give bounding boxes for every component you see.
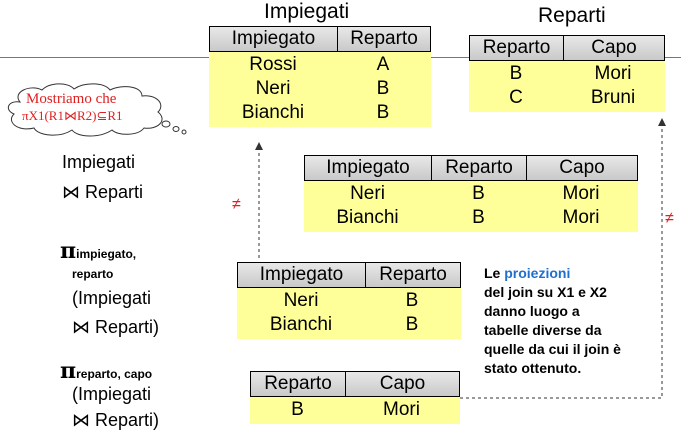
header-impiegato: Impiegato — [238, 263, 366, 287]
header-capo: Capo — [379, 373, 426, 394]
note-prefix: Le — [484, 265, 505, 281]
cell: B — [405, 314, 419, 335]
proj1-sub1: impiegato, — [76, 247, 137, 261]
thought-cloud — [7, 83, 187, 137]
cell: Mori — [594, 63, 632, 84]
table-header: Impiegato Reparto — [209, 26, 431, 52]
join-expr-line2: ⋈ Reparti — [62, 182, 144, 202]
cell: B — [376, 102, 390, 123]
cell: A — [376, 54, 390, 75]
note-line: stato ottenuto. — [484, 360, 582, 376]
cell: Mori — [383, 399, 420, 420]
not-equal-symbol-right: ≠ — [665, 210, 674, 227]
header-reparto: Reparto — [379, 264, 447, 285]
table-header: Impiegato Reparto — [237, 262, 461, 288]
pi-symbol: π — [60, 238, 77, 264]
table-row: B Mori — [250, 398, 460, 422]
reparti-table: Reparto Capo B Mori C Bruni — [469, 35, 665, 112]
table-header: Impiegato Reparto Capo — [304, 155, 638, 181]
table-row: Rossi A — [209, 53, 431, 77]
cell: Mori — [562, 207, 600, 228]
table-header: Reparto Capo — [250, 371, 460, 397]
cell: B — [376, 78, 390, 99]
cell: Bruni — [590, 87, 636, 108]
table-row: B Mori — [469, 62, 665, 86]
table-row: Neri B — [209, 77, 431, 101]
table-header: Reparto Capo — [469, 35, 665, 61]
impiegati-table: Impiegato Reparto Rossi A Neri B Bianchi… — [209, 26, 431, 127]
cloud-formula: πX1(R1⋈R2)⊆R1 — [22, 108, 123, 123]
proj2-line2: ⋈ Reparti) — [72, 410, 160, 430]
note-line: quelle da cui il join è — [484, 341, 621, 357]
note-line: danno luogo a — [484, 303, 580, 319]
table-row: Bianchi B — [209, 101, 431, 125]
projection1-table: Impiegato Reparto Neri B Bianchi B — [237, 262, 461, 339]
cell: Bianchi — [269, 314, 333, 335]
proj1-sub2: reparto — [72, 267, 114, 281]
header-impiegato: Impiegato — [210, 27, 338, 51]
header-reparto: Reparto — [470, 36, 564, 60]
header-capo: Capo — [591, 37, 637, 58]
cell: B — [472, 183, 485, 204]
cell: B — [405, 290, 419, 311]
cell: Neri — [255, 78, 291, 99]
note-line: tabelle diverse da — [484, 322, 602, 338]
join-table: Impiegato Reparto Capo Neri B Mori Bianc… — [304, 155, 638, 232]
cell: Mori — [562, 183, 600, 204]
proj1-expr: πimpiegato, — [60, 238, 136, 264]
header-reparto: Reparto — [350, 28, 418, 49]
not-equal-symbol-left: ≠ — [232, 196, 241, 213]
header-capo: Capo — [559, 157, 605, 178]
table-row: C Bruni — [469, 86, 665, 110]
pi-symbol: π — [60, 358, 77, 384]
cloud-text-line1: Mostriamo che — [26, 91, 117, 107]
proj2-line1: (Impiegati — [72, 384, 152, 404]
table-row: Neri B Mori — [304, 182, 638, 206]
note-line: del join su X1 e X2 — [484, 284, 607, 300]
header-reparto: Reparto — [251, 372, 346, 396]
proj1-line1: (Impiegati — [72, 288, 152, 308]
reparti-title: Reparti — [538, 4, 606, 27]
cell: B — [472, 207, 485, 228]
join-expr-line1: Impiegati — [62, 152, 136, 172]
note-highlight: proiezioni — [504, 265, 571, 281]
proj1-line2: ⋈ Reparti) — [72, 317, 160, 337]
proj2-expr: πreparto, capo — [60, 358, 152, 384]
cell: Bianchi — [336, 207, 399, 228]
table-row: Bianchi B — [237, 313, 461, 337]
table-row: Bianchi B Mori — [304, 206, 638, 230]
header-reparto: Reparto — [432, 156, 527, 180]
cell: Rossi — [249, 54, 297, 75]
table-row: Neri B — [237, 289, 461, 313]
cell: C — [509, 87, 523, 108]
explanation-note: Le proiezioni del join su X1 e X2 danno … — [484, 264, 621, 378]
projection2-table: Reparto Capo B Mori — [250, 371, 460, 424]
cell: Neri — [350, 183, 385, 204]
header-impiegato: Impiegato — [305, 156, 432, 180]
cell: Neri — [283, 290, 319, 311]
cell: Bianchi — [241, 102, 305, 123]
cell: B — [291, 399, 304, 420]
cell: B — [509, 63, 523, 84]
impiegati-title: Impiegati — [264, 0, 350, 23]
proj2-sub: reparto, capo — [76, 367, 153, 381]
